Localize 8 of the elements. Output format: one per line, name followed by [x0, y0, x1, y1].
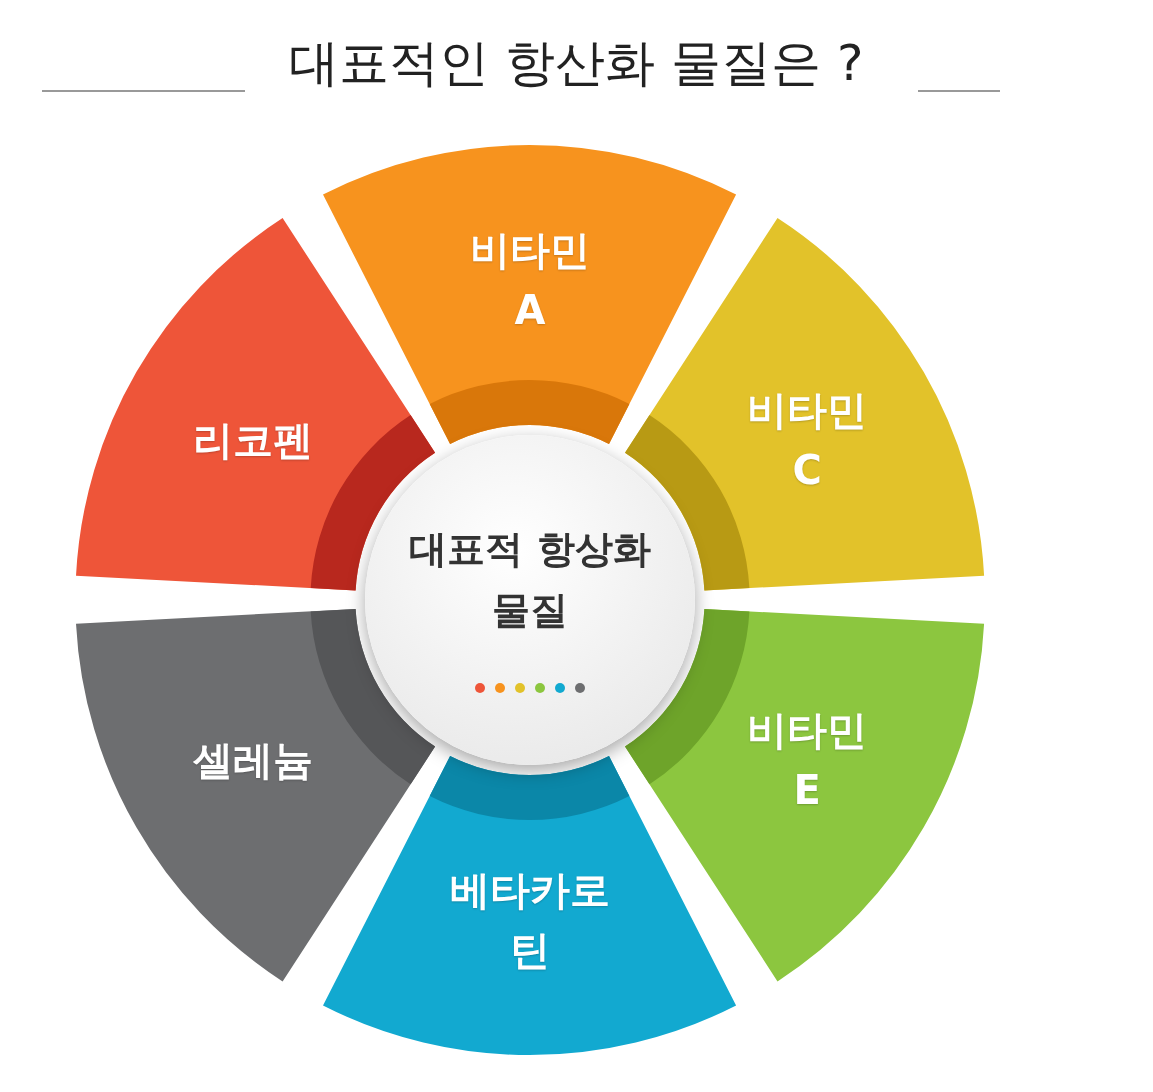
- segment-label: 비타민 E: [746, 706, 869, 815]
- segment-label: 리코펜: [191, 416, 314, 465]
- center-label: 대표적 항상화 물질: [408, 526, 652, 635]
- title: 대표적인 항산화 물질은 ?: [289, 34, 864, 92]
- segment-label: 셀레늄: [191, 736, 314, 785]
- segment-label: 베타카로틴: [450, 866, 610, 975]
- segment-label: 비타민 A: [469, 226, 591, 335]
- segment-label: 비타민 C: [746, 386, 869, 495]
